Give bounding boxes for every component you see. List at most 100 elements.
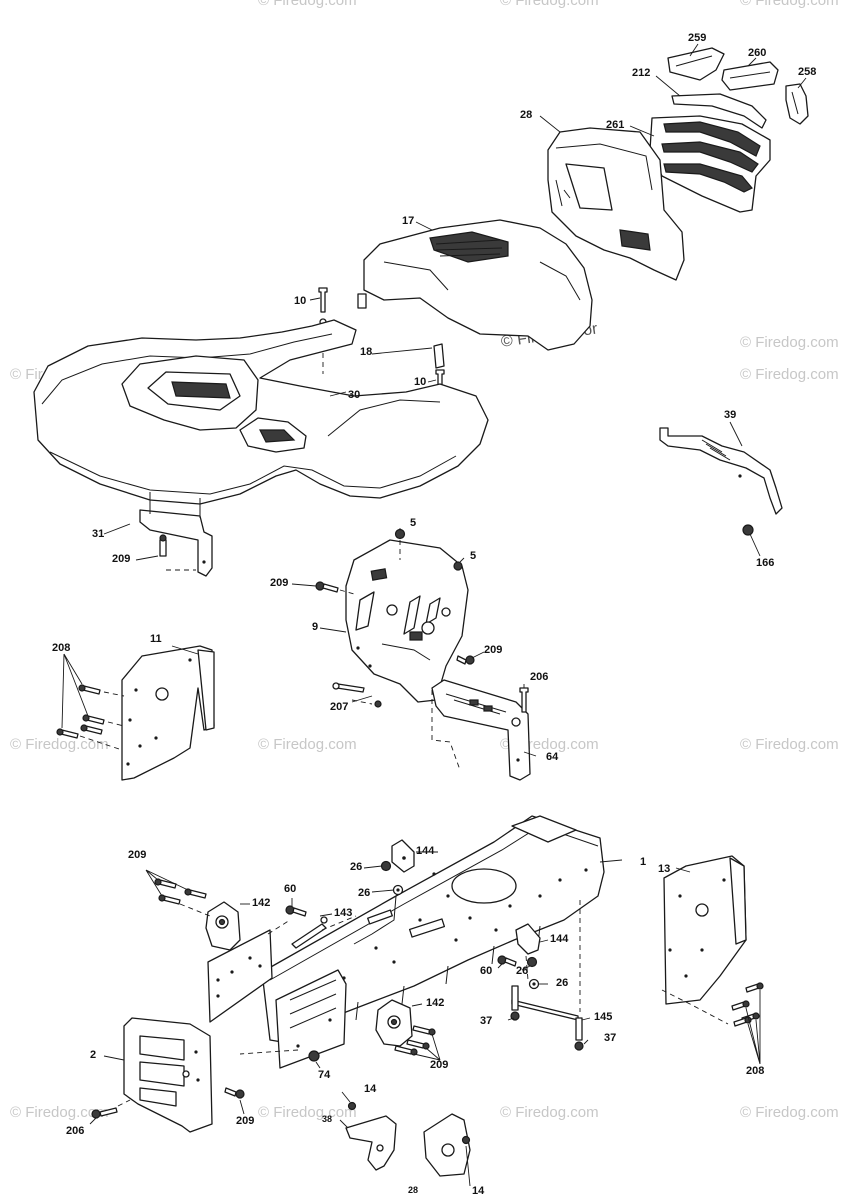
callout-9: 9 [312, 621, 319, 633]
callout-5-left: 5 [410, 517, 417, 529]
callout-37-right: 37 [604, 1032, 617, 1044]
callout-17: 17 [402, 215, 415, 227]
callout-258: 258 [798, 66, 817, 78]
hinge-bracket-142-top [205, 901, 241, 951]
callout-142-top: 142 [252, 897, 271, 909]
callout-208-left: 208 [52, 642, 71, 654]
trim-piece-212 [671, 93, 767, 129]
callout-206-bottom: 206 [66, 1125, 85, 1137]
spacer-18 [433, 343, 445, 369]
callout-10-top: 10 [294, 295, 307, 307]
bolt-206 [519, 687, 529, 713]
callout-209-upper-left: 209 [128, 849, 147, 861]
hood-17 [357, 219, 593, 351]
callout-209-lower: 209 [430, 1059, 449, 1071]
leader-lines [89, 43, 807, 1187]
callout-18: 18 [360, 346, 373, 358]
watermark: © Firedog.com [500, 0, 599, 9]
watermark: © Firedog.com [10, 1104, 109, 1121]
nut-26a [380, 860, 392, 872]
callout-209-panel: 209 [270, 577, 289, 589]
callout-260: 260 [748, 47, 767, 59]
callout-259: 259 [688, 32, 707, 44]
dash-panel-9 [345, 539, 469, 703]
watermark: © Firedog.com [258, 1104, 357, 1121]
bracket-31 [139, 492, 213, 577]
frame-side-plate-left [207, 919, 291, 1023]
nut-5b [453, 561, 463, 571]
fender-30 [33, 319, 489, 505]
bolt-209-panel-left [315, 581, 355, 595]
callout-261: 261 [606, 119, 625, 131]
grille-261 [649, 115, 771, 213]
callout-37-left: 37 [480, 1015, 493, 1027]
callout-14-bottom: 14 [472, 1185, 485, 1197]
watermark: © Firedog.com [500, 1104, 599, 1121]
watermark: © Firedog.com [740, 736, 839, 753]
bolts-208-left [56, 653, 125, 751]
bolt-206-bottom [91, 1099, 131, 1119]
front-plate-2 [123, 1017, 213, 1133]
hinge-bracket-142-bottom [375, 999, 413, 1047]
rod-143 [291, 915, 357, 949]
callout-212: 212 [632, 67, 651, 79]
callout-143: 143 [334, 907, 353, 919]
bracket-144-lower [515, 923, 541, 981]
callout-166: 166 [756, 557, 775, 569]
watermark: © Firedog.com [258, 736, 357, 753]
bolt-37b [574, 1017, 584, 1051]
bracket-28-bottom [423, 1113, 471, 1177]
frame-side-plate-inner [275, 969, 347, 1069]
bracket-258 [785, 83, 809, 125]
callout-60-left: 60 [284, 883, 297, 895]
callout-60-right: 60 [480, 965, 493, 977]
watermark: © Firedog.com [740, 366, 839, 383]
bolts-208-right [731, 982, 764, 1065]
callout-38: 38 [322, 1114, 333, 1124]
callout-28-bottom: 28 [408, 1185, 419, 1195]
nut-26d [528, 978, 540, 990]
callout-13: 13 [658, 863, 671, 875]
bolts-209-upper-left [145, 869, 211, 917]
callout-10-mid: 10 [414, 376, 427, 388]
side-plate-13 [661, 855, 747, 1025]
callout-5-right: 5 [470, 550, 477, 562]
callout-11: 11 [150, 633, 162, 645]
bolt-60-right [497, 955, 517, 967]
callout-142-bottom: 142 [426, 997, 445, 1009]
bolts-209-lower-right [394, 1025, 441, 1061]
callout-2: 2 [90, 1049, 97, 1061]
callout-30: 30 [348, 389, 361, 401]
nut-166 [742, 524, 754, 536]
bolt-60-left [285, 905, 307, 917]
callout-144-top: 144 [416, 845, 435, 857]
trim-piece-259 [667, 47, 725, 81]
callout-26-third: 26 [516, 965, 529, 977]
frame-1 [261, 815, 605, 1045]
side-plate-11 [121, 645, 215, 781]
callout-26-top: 26 [350, 861, 363, 873]
callout-26-fourth: 26 [556, 977, 569, 989]
callout-39: 39 [724, 409, 737, 421]
watermark: © Firedog.com [740, 334, 839, 351]
callout-74: 74 [318, 1069, 331, 1081]
callout-208-right: 208 [746, 1065, 765, 1077]
callout-209-fender: 209 [112, 553, 131, 565]
hood-housing-28 [547, 127, 685, 281]
watermark: © Firedog.com [740, 1104, 839, 1121]
callout-31: 31 [92, 528, 105, 540]
plate-64 [431, 679, 531, 781]
callout-207: 207 [330, 701, 349, 713]
watermark: © Firedog.com [10, 736, 109, 753]
nut-26c [526, 956, 538, 968]
callout-206-top: 206 [530, 671, 549, 683]
trim-piece-260 [721, 61, 779, 91]
callout-26-second: 26 [358, 887, 371, 899]
callout-209-bottom: 209 [236, 1115, 255, 1127]
bolt-37a [510, 985, 520, 1021]
callout-145: 145 [594, 1011, 613, 1023]
nut-74 [239, 1049, 320, 1062]
callout-14-top: 14 [364, 1083, 377, 1095]
